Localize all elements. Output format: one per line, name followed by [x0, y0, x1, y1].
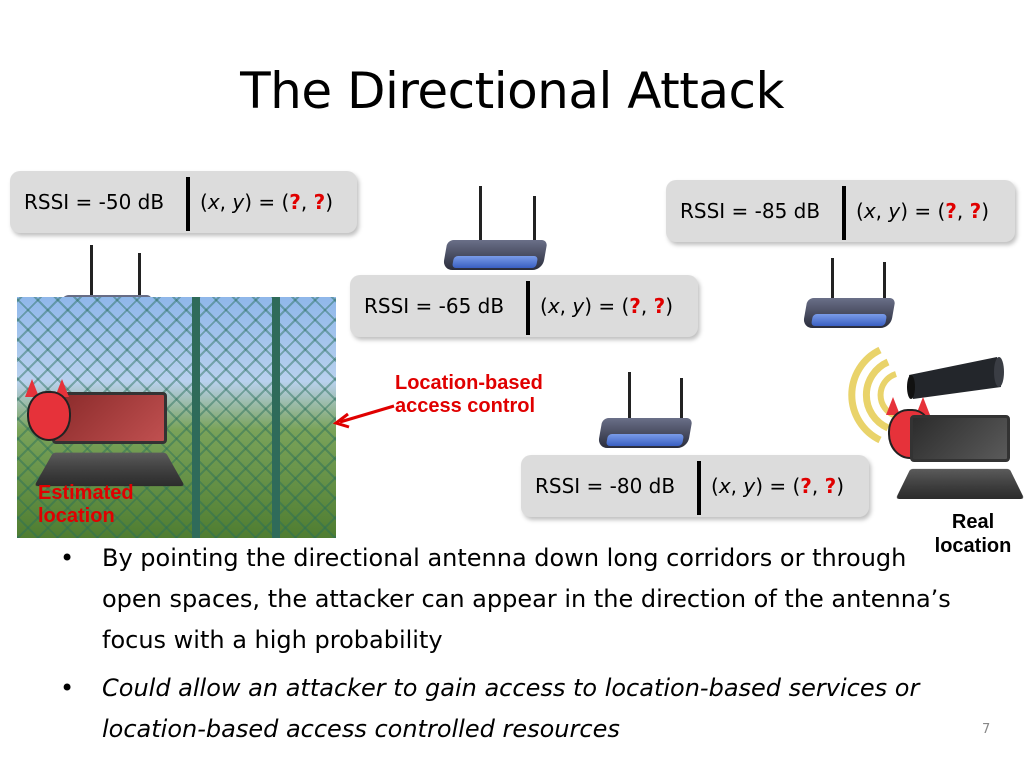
- wireless-router-icon: [802, 258, 896, 328]
- divider: [526, 281, 530, 335]
- rssi-box-3: RSSI = -65 dB (x, y) = (?, ?): [350, 275, 698, 337]
- rssi-box-1: RSSI = -50 dB (x, y) = (?, ?): [10, 171, 357, 233]
- coordinate-unknown: (x, y) = (?, ?): [200, 190, 334, 214]
- bullet-marker: •: [60, 544, 75, 572]
- divider: [842, 186, 846, 240]
- rssi-label: RSSI = -50 dB: [24, 190, 165, 214]
- rssi-box-4: RSSI = -80 dB (x, y) = (?, ?): [521, 455, 869, 517]
- page-number: 7: [982, 722, 991, 737]
- directional-antenna-icon: [907, 357, 1004, 399]
- rssi-box-2: RSSI = -85 dB (x, y) = (?, ?): [666, 180, 1015, 242]
- coordinate-unknown: (x, y) = (?, ?): [540, 294, 674, 318]
- coordinate-unknown: (x, y) = (?, ?): [711, 474, 845, 498]
- access-control-label: Location-based access control: [395, 372, 543, 417]
- rssi-label: RSSI = -65 dB: [364, 294, 505, 318]
- bullet-item: • By pointing the directional antenna do…: [60, 538, 970, 661]
- devil-mascot-icon: [19, 377, 75, 441]
- slide-title: The Directional Attack: [240, 62, 784, 120]
- estimated-location-label: Estimated location: [38, 482, 134, 527]
- divider: [186, 177, 190, 231]
- wireless-router-icon: [57, 245, 153, 325]
- bullet-item: • Could allow an attacker to gain access…: [60, 668, 970, 750]
- arrow-icon: [332, 404, 395, 429]
- wireless-router-icon: [597, 370, 693, 448]
- laptop-icon: [895, 415, 1024, 500]
- wireless-router-icon: [442, 185, 548, 270]
- real-location-label: Real location: [934, 511, 1012, 557]
- rssi-label: RSSI = -85 dB: [680, 199, 821, 223]
- divider: [697, 461, 701, 515]
- fence-image: [17, 297, 336, 538]
- bullet-marker: •: [60, 674, 75, 702]
- rssi-label: RSSI = -80 dB: [535, 474, 676, 498]
- bullet-list: • By pointing the directional antenna do…: [60, 538, 970, 750]
- coordinate-unknown: (x, y) = (?, ?): [856, 199, 990, 223]
